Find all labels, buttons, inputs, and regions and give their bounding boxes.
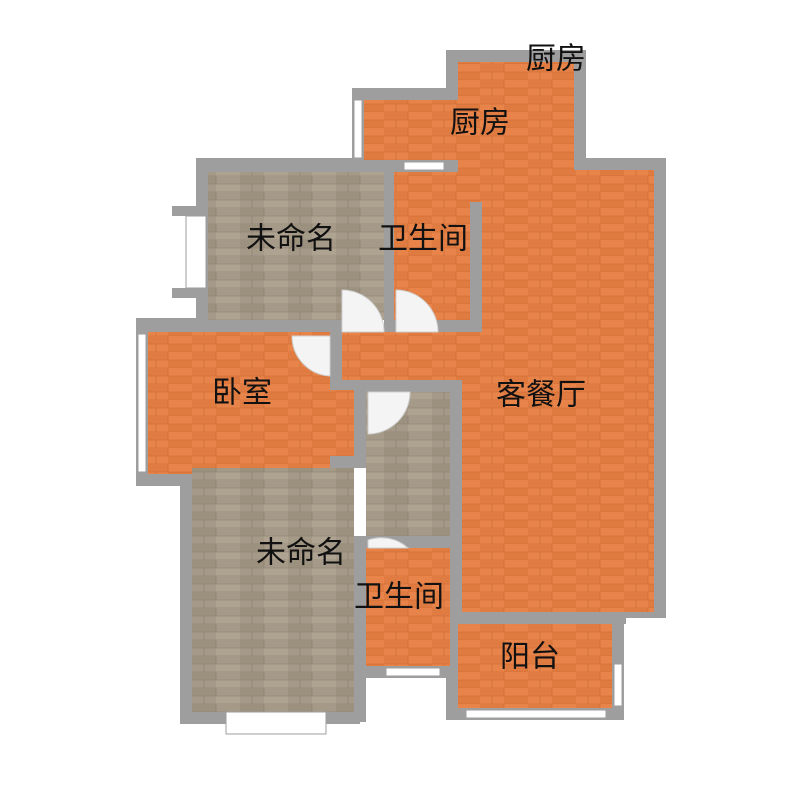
bedroom-window xyxy=(137,333,147,473)
bathroom-top-window xyxy=(403,161,445,171)
kitchen-window xyxy=(353,99,363,159)
door-swing-bedroom xyxy=(291,335,331,377)
label-kitchen-outer: 厨房 xyxy=(526,42,586,77)
label-unnamed-bottom: 未命名 xyxy=(256,536,346,571)
label-living-dining: 客餐厅 xyxy=(496,378,586,413)
label-bathroom-top: 卫生间 xyxy=(378,222,468,257)
bathroom-bottom-floor xyxy=(366,548,450,666)
label-bedroom: 卧室 xyxy=(212,376,272,411)
kitchen-inner-floor xyxy=(364,100,470,160)
door-swings xyxy=(291,289,439,549)
unnamed-bottom-window xyxy=(225,711,327,735)
floors xyxy=(148,62,654,712)
label-bathroom-bottom: 卫生间 xyxy=(354,580,444,615)
label-balcony: 阳台 xyxy=(500,640,560,675)
label-kitchen-inner: 厨房 xyxy=(450,106,510,141)
label-unnamed-top: 未命名 xyxy=(246,222,336,257)
room-labels: 厨房 厨房 未命名 卫生间 客餐厅 卧室 未命名 卫生间 阳台 xyxy=(212,42,586,675)
door-swing-bathroom-bottom xyxy=(367,537,410,549)
unnamed-top-window xyxy=(185,215,207,289)
balcony-window-bottom xyxy=(465,709,607,719)
door-swing-unnamed-top xyxy=(341,289,385,333)
windows xyxy=(137,99,623,735)
balcony-window-side xyxy=(613,663,623,707)
door-swing-bathroom-top xyxy=(395,289,439,333)
bathroom-bottom-window xyxy=(385,667,441,677)
unnamed-bottom-floor xyxy=(192,468,354,712)
living-dining-floor xyxy=(482,170,654,612)
balcony-floor xyxy=(458,624,612,708)
door-swing-unnamed-bottom xyxy=(367,391,411,435)
